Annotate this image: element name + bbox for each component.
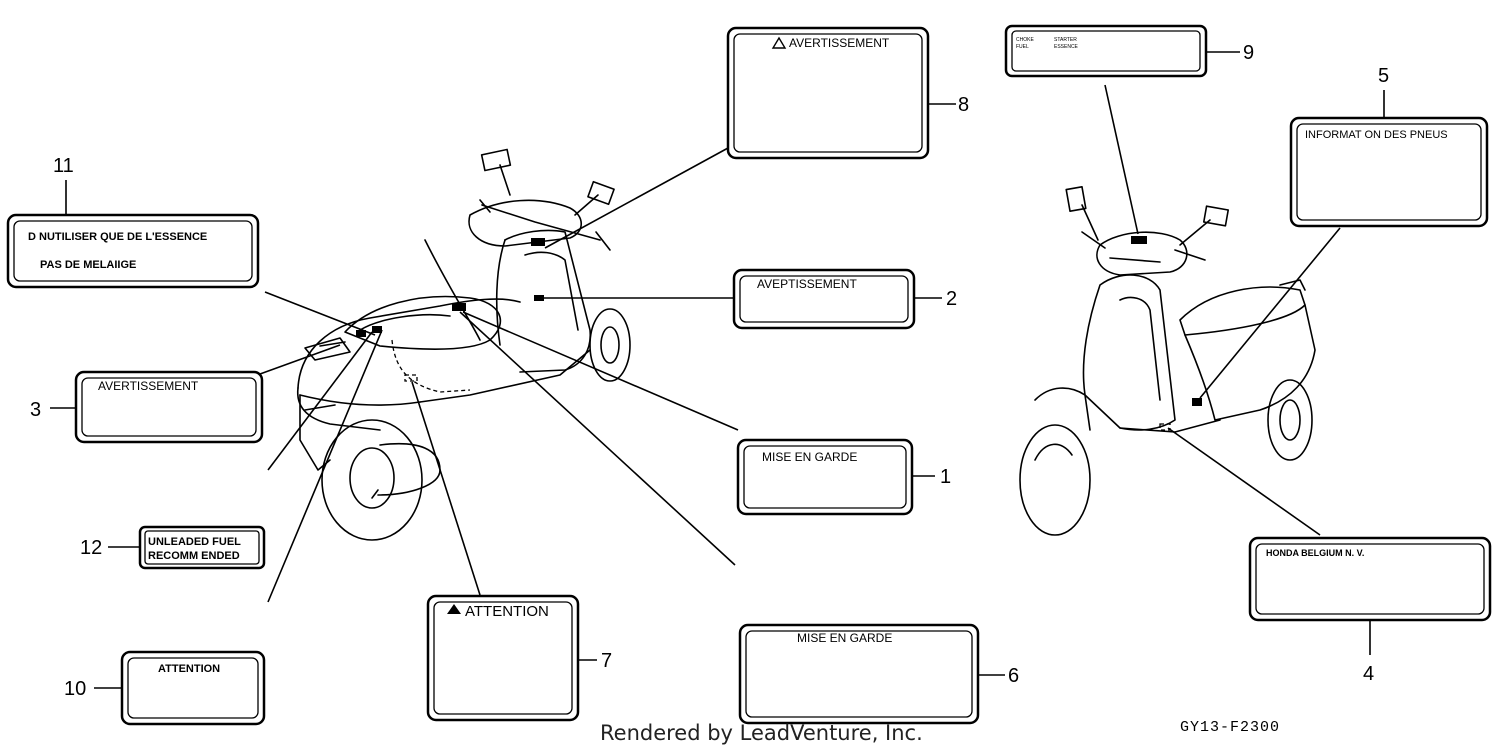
label-5-number: 5	[1378, 65, 1389, 87]
label-11-line2: PAS DE MELAIIGE	[40, 259, 136, 271]
right-scooter-drawing	[1019, 185, 1316, 536]
label-9: CHOKE STARTER FUEL ESSENCE 9	[1004, 24, 1254, 78]
label-10-text: ATTENTION	[158, 663, 220, 675]
left-scooter-drawing	[296, 148, 631, 541]
label-6-text: MISE EN GARDE	[797, 631, 892, 645]
label-6-number: 6	[1008, 665, 1019, 687]
label-5-text: INFORMAT ON DES PNEUS	[1305, 129, 1448, 141]
label-10-number: 10	[64, 678, 86, 700]
label-9-choke: CHOKE	[1016, 37, 1034, 43]
label-4-text: HONDA BELGIUM N. V.	[1266, 548, 1364, 558]
label-8-number: 8	[958, 94, 969, 116]
label-4: HONDA BELGIUM N. V. 4	[1248, 536, 1492, 685]
label-1-text: MISE EN GARDE	[762, 450, 857, 464]
label-3-text: AVERTISSEMENT	[98, 379, 199, 393]
rendered-by-credit: Rendered by LeadVenture, Inc.	[600, 721, 923, 745]
label-11-number: 11	[53, 155, 74, 177]
label-1-number: 1	[940, 466, 951, 488]
diagram-code: GY13-F2300	[1180, 719, 1280, 736]
label-9-starter: STARTER	[1054, 37, 1077, 43]
label-3: AVERTISSEMENT 3	[30, 370, 264, 444]
label-7: ATTENTION 7	[426, 594, 612, 722]
label-7-text: ATTENTION	[465, 603, 549, 620]
label-9-fuel: FUEL	[1016, 44, 1029, 50]
label-12: UNLEADED FUEL RECOMM ENDED 12	[80, 525, 266, 570]
label-8: AVERTISSEMENT 8	[726, 26, 969, 160]
label-11-line1: D NUTILISER QUE DE L'ESSENCE	[28, 231, 207, 243]
label-2-number: 2	[946, 288, 957, 310]
label-9-number: 9	[1243, 42, 1254, 64]
label-5: INFORMAT ON DES PNEUS 5	[1289, 65, 1489, 228]
warning-triangle-icon	[771, 36, 787, 49]
label-3-number: 3	[30, 399, 41, 421]
label-11: D NUTILISER QUE DE L'ESSENCE PAS DE MELA…	[6, 155, 260, 289]
label-2: AVEPTISSEMENT 2	[732, 268, 957, 330]
label-10: ATTENTION 10	[64, 650, 266, 726]
label-6: MISE EN GARDE 6	[738, 623, 1019, 725]
label-8-text: AVERTISSEMENT	[789, 36, 890, 50]
label-4-number: 4	[1363, 663, 1374, 685]
label-2-text: AVEPTISSEMENT	[757, 277, 857, 291]
leader-lines	[50, 51, 1385, 689]
label-9-essence: ESSENCE	[1054, 44, 1079, 50]
label-1: MISE EN GARDE 1	[736, 438, 951, 516]
label-12-line2: RECOMM ENDED	[148, 550, 240, 562]
label-7-number: 7	[601, 650, 612, 672]
label-12-number: 12	[80, 537, 102, 559]
warning-triangle-icon	[447, 604, 461, 614]
label-12-line1: UNLEADED FUEL	[148, 536, 241, 548]
